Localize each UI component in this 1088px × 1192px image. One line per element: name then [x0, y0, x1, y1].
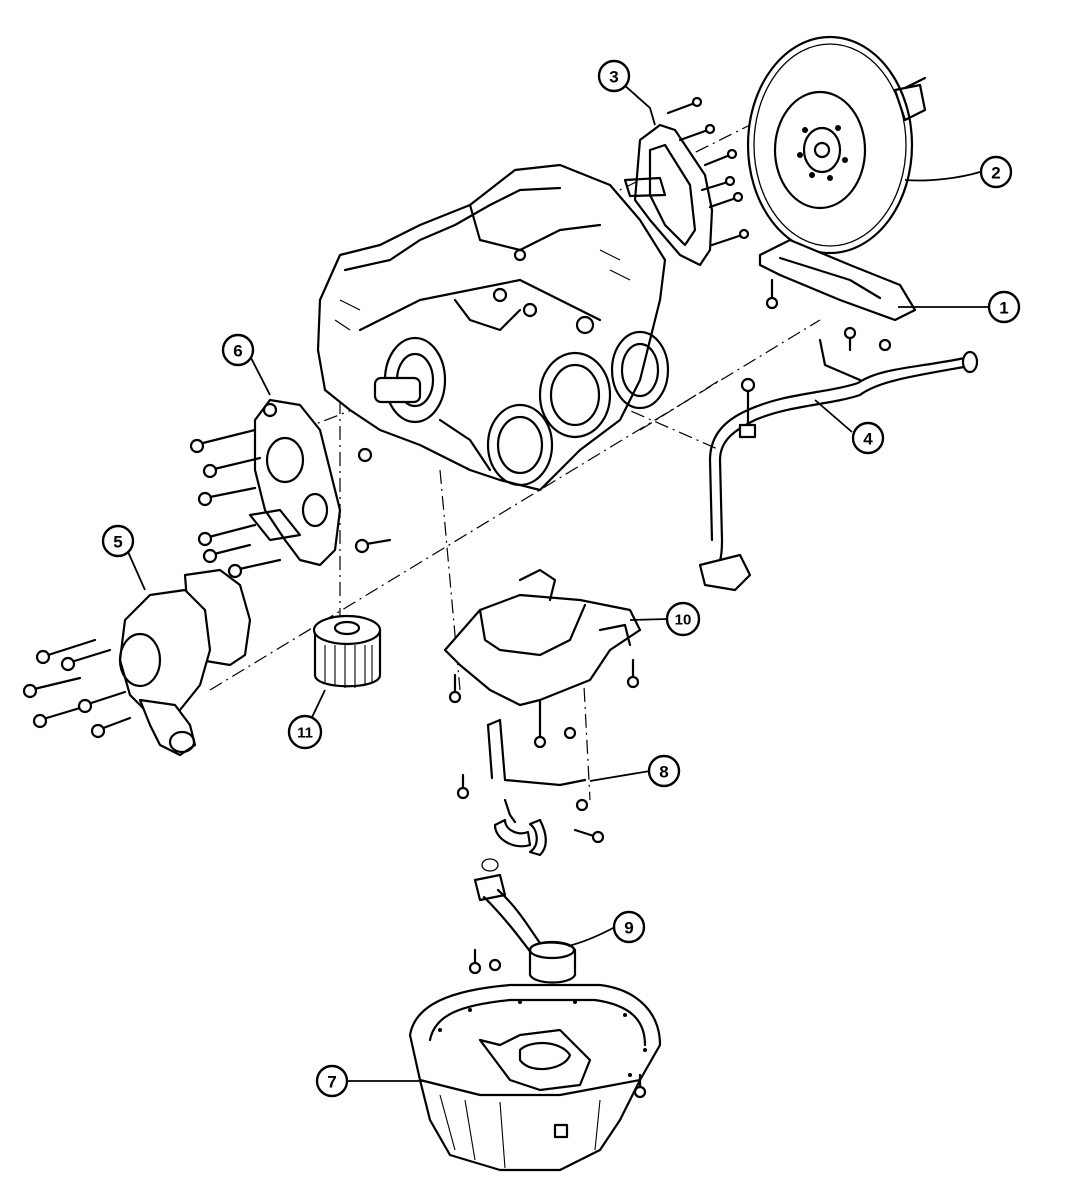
callout-7: 7: [315, 1064, 349, 1098]
svg-text:4: 4: [863, 430, 873, 449]
svg-text:3: 3: [609, 68, 618, 87]
svg-text:5: 5: [113, 533, 122, 552]
flywheel: [746, 35, 927, 255]
svg-text:6: 6: [233, 342, 242, 361]
svg-text:10: 10: [675, 612, 692, 629]
cover-plate: [758, 238, 917, 352]
callout-2: 2: [979, 155, 1013, 189]
oil-filter: [312, 614, 382, 688]
oil-pickup: [468, 858, 577, 984]
callout-11: 11: [287, 714, 323, 750]
bracket-assembly: [456, 718, 605, 857]
callout-1: 1: [987, 290, 1021, 324]
water-pump: [22, 568, 252, 757]
callout-9: 9: [612, 910, 646, 944]
oil-pipe: [698, 338, 979, 592]
svg-text:1: 1: [999, 299, 1008, 318]
svg-text:11: 11: [297, 725, 313, 742]
callout-4: 4: [851, 421, 885, 455]
baffle-plate: [443, 568, 642, 749]
callout-8: 8: [647, 754, 681, 788]
callout-5: 5: [101, 524, 135, 558]
callout-3: 3: [597, 59, 631, 93]
engine-block: [316, 163, 670, 492]
svg-text:9: 9: [624, 919, 633, 938]
svg-text:7: 7: [327, 1073, 336, 1092]
svg-text:2: 2: [991, 164, 1000, 183]
oil-pump: [189, 398, 392, 579]
oil-pan: [408, 983, 662, 1172]
rear-plate-assembly: [623, 96, 750, 267]
callout-10: 10: [665, 601, 701, 637]
svg-text:8: 8: [659, 763, 668, 782]
callout-6: 6: [221, 333, 255, 367]
